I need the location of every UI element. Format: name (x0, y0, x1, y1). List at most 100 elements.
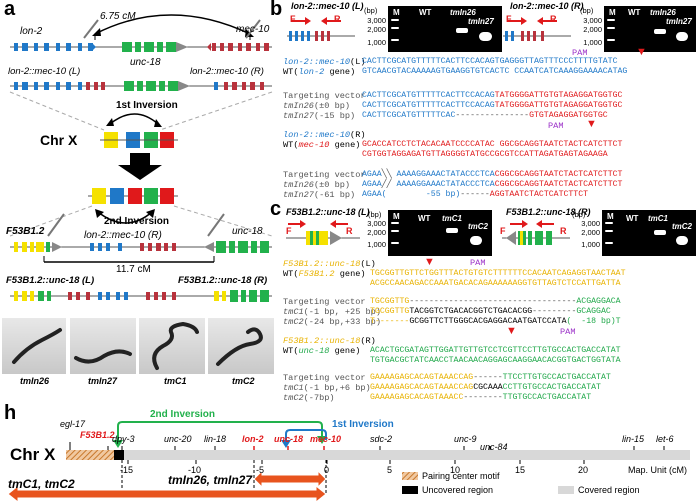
panel-a-diagram (9, 14, 273, 302)
h-unc20: unc-20 (164, 434, 192, 444)
h-genetic-map (7, 421, 690, 501)
worm-label-d: tmIn26 (20, 376, 50, 386)
c-R-seq2: TGTGACGCTATCAACCTAACAACAGGAGCAAGGAACACGG… (370, 356, 621, 365)
c-F-left: F (286, 226, 292, 236)
h-dpy3: dpy-3 (112, 434, 135, 444)
c-gelR-2000: 2,000 (581, 228, 600, 237)
c-c2-row: tmC2(-24 bp,+33 bp) (283, 317, 381, 327)
c-primer-schematics (286, 220, 570, 245)
h-mapunit: Map. Unit (cM) (628, 465, 688, 475)
h-unc84: unc-84 (480, 442, 508, 452)
b-gelR-3000: 3,000 (583, 16, 602, 25)
lon-mec-mid-label: lon-2::mec-10 (R) (84, 230, 162, 241)
b-F-right: F (506, 14, 512, 24)
c-gel-right: M WT tmC1 tmC2 (602, 210, 696, 256)
b-tm27-row-2: tmIn27(-61 bp) (283, 190, 356, 200)
h-bar-tmIn (253, 469, 327, 489)
b-gelL-bp: (bp) (364, 6, 378, 15)
c-pam-label-2: PAM (560, 327, 576, 337)
c-c1r-row: tmC1(-1 bp,+6 bp) (283, 383, 371, 393)
c-seqR-title-row: F53B1.2::unc-18(R) (283, 336, 376, 346)
b-tv-label-2: Targeting vector (283, 170, 366, 180)
h-tick-10: 10 (450, 465, 461, 475)
c-F-right: F (500, 226, 506, 236)
b-tm27-row: tmIn27(-15 bp) (283, 111, 356, 121)
b-pam-label-2: PAM (548, 121, 564, 131)
c-wtf-row: WT(F53B1.2 gene) (283, 269, 366, 279)
gel-wt-lane: WT (418, 214, 431, 223)
c-c1-row: tmC1(-1 bp, +25 bp) (283, 307, 381, 317)
b-seqL-title: lon-2::mec-10 (283, 57, 351, 67)
h-second-inversion: 2nd Inversion (150, 409, 216, 420)
b-L-tv-row: CACTTCGCATGTTTTTCACTTCCACAGTATGGGGATTGTG… (362, 91, 623, 100)
b-R-seq1: GCACCATCCTCTACACAATCCCCATAC GGCGCAGGTAAT… (362, 140, 623, 149)
c-R-right: R (560, 226, 567, 236)
c-gelL-2000: 2,000 (367, 228, 386, 237)
c-gelR-1000: 1,000 (581, 240, 600, 249)
worm-image-e (70, 318, 136, 374)
b-L-seq1: CACTTCGCATGTTTTTCACTTCCACAGTGAGGGTTAGTTT… (362, 57, 618, 66)
gel-wt-lane: WT (419, 8, 432, 17)
first-inversion-label: 1st Inversion (116, 100, 178, 111)
b-primer-left (287, 17, 355, 41)
b-R-tm27-row: AGAA( -55 bp)------AGGTAATCTACTCATCTTCT (362, 190, 589, 199)
c-R-tv-row: GAAAAGAGCACAGTAAACCAG------TTCCTTGTGCCAC… (370, 373, 611, 382)
h-unc9: unc-9 (454, 434, 477, 444)
h-tick-5: 5 (387, 465, 393, 475)
f53-unc-L-label: F53B1.2::unc-18 (L) (6, 275, 95, 286)
b-pam-label-1: PAM (572, 48, 588, 58)
h-tick-m10: -10 (188, 465, 202, 475)
c-R-left: R (346, 226, 353, 236)
b-cut-marker-1: ▼ (636, 46, 647, 58)
b-gel-left: M WT tmIn26 tmIn27 (388, 6, 502, 52)
b-R-tv-row: AGAA╲╲ AAAAGGAAACTATACCCTCACGGCGCAGGTAAT… (362, 170, 623, 179)
b-seqL-title-row: lon-2::mec-10(L) (283, 57, 366, 67)
gene-unc18-label: unc-18 (130, 57, 161, 68)
h-let6: let-6 (656, 434, 674, 444)
b-F-left: F (290, 14, 296, 24)
h-legend-uncovered: Uncovered region (422, 485, 494, 495)
gene-lon2-label: lon-2 (20, 26, 43, 37)
b-tv-label-1: Targeting vector (283, 91, 366, 101)
h-tick-20: 20 (578, 465, 589, 475)
b-seqR-title-row: lon-2::mec-10(R) (283, 130, 366, 140)
panel-c-label: c (270, 198, 282, 220)
c-L-seq1: TGCGGTTGTTCTGGTTTACTGTGTCTTTTTTCCACAATCA… (370, 269, 626, 278)
h-lon2: lon-2 (242, 434, 264, 444)
gel-wt-lane: WT (626, 214, 639, 223)
worm-image-g (208, 318, 274, 374)
dist-bot-label: 11.7 cM (116, 264, 151, 275)
b-gelR-2000: 2,000 (583, 25, 602, 34)
b-gel-right: M WT tmIn26 tmIn27 (604, 6, 696, 52)
h-lin15: lin-15 (622, 434, 645, 444)
h-tick-m15: -15 (120, 465, 134, 475)
c-gelR-3000: 3,000 (581, 219, 600, 228)
c-gelL-bp: (bp) (368, 210, 382, 219)
c-gel-left: M WT tmC1 tmC2 (388, 210, 492, 256)
h-bar-tmC (7, 484, 327, 501)
dist-top-label: 6.75 cM (100, 11, 136, 22)
b-L-tm26-row: CACTTCGCATGTTTTTCACTTCCACAGTATGGGGATTGTG… (362, 101, 623, 110)
gel-marker-lane: M (393, 212, 400, 221)
b-R-left: R (334, 14, 341, 24)
h-bar1-label: tmIn26, tmIn27 (168, 473, 253, 487)
c-c2r-row: tmC2(-7bp) (283, 393, 335, 403)
b-tm26-row-2: tmIn26(±0 bp) (283, 180, 351, 190)
c-gelR-bp: (bp) (572, 210, 586, 219)
b-wtmec-row: WT(mec-10 gene) (283, 140, 361, 150)
worm-label-g: tmC2 (232, 376, 255, 386)
c-L-c1-row: TGCGGTTGTACGGTCTGACACGGTCTGACACGG-------… (370, 307, 611, 316)
c-gelL-3000: 3,000 (367, 219, 386, 228)
gel-lane-1: tmC1 (648, 214, 669, 223)
panel-h-label: h (4, 402, 17, 424)
b-L-seq2: GTCAACGTACAAAAAGTGAAGGTGTCACTC CCAATCATC… (362, 67, 628, 76)
c-seqL-title-row: F53B1.2::unc-18(L) (283, 259, 376, 269)
gel-lane-2: tmC2 (468, 222, 489, 231)
second-inversion-label: 2nd Inversion (104, 216, 170, 227)
b-seqL-suffix: (L) (350, 57, 366, 67)
h-tick-15: 15 (515, 465, 526, 475)
gel-marker-lane: M (609, 8, 616, 17)
h-first-inversion: 1st Inversion (332, 419, 394, 430)
b-L-tm27-row: CACTTCGCATGTTTTTCAC---------------GTGTAG… (362, 111, 608, 120)
c-primer-left (286, 220, 360, 245)
